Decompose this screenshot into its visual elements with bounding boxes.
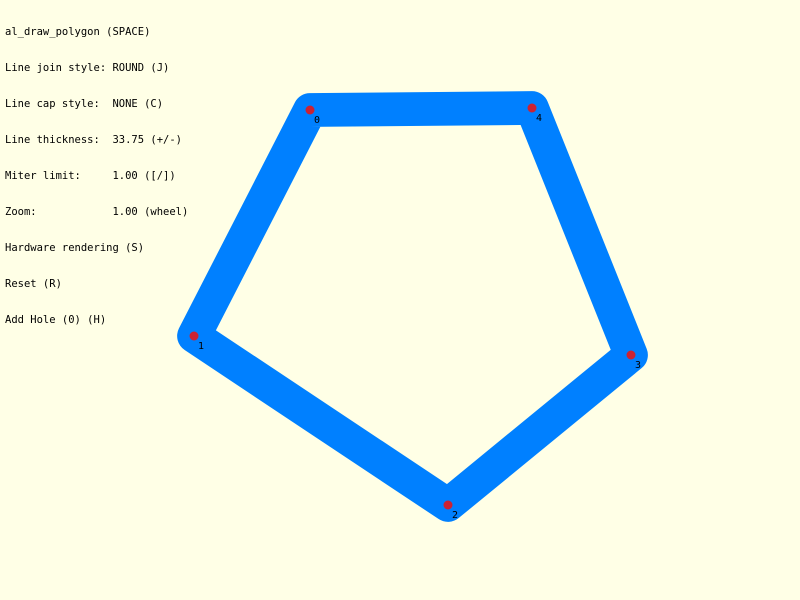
vertex-label-1: 1 bbox=[198, 341, 204, 352]
hud-add-hole: Add Hole (0) (H) bbox=[5, 314, 107, 326]
vertex-handle-3[interactable] bbox=[626, 350, 636, 360]
hud-zoom: Zoom: 1.00 (wheel) bbox=[5, 206, 189, 218]
hud-line-primitive: al_draw_polygon (SPACE) bbox=[5, 26, 151, 38]
hud-reset: Reset (R) bbox=[5, 278, 62, 290]
vertex-handle-2[interactable] bbox=[443, 500, 453, 510]
polygon-outline bbox=[177, 91, 648, 522]
vertex-label-4: 4 bbox=[536, 113, 542, 124]
vertex-handle-1[interactable] bbox=[189, 331, 199, 341]
hud-hardware-rendering: Hardware rendering (S) bbox=[5, 242, 145, 254]
vertex-label-0: 0 bbox=[314, 115, 320, 126]
hud-line-thickness: Line thickness: 33.75 (+/-) bbox=[5, 134, 183, 146]
hud-miter-limit: Miter limit: 1.00 ([/]) bbox=[5, 170, 176, 182]
vertex-handle-4[interactable] bbox=[527, 103, 537, 113]
hud-overlay: al_draw_polygon (SPACE) Line join style:… bbox=[5, 2, 188, 350]
vertex-handle-0[interactable] bbox=[305, 105, 315, 115]
hud-line-join-style: Line join style: ROUND (J) bbox=[5, 62, 170, 74]
vertex-label-3: 3 bbox=[635, 360, 641, 371]
hud-line-cap-style: Line cap style: NONE (C) bbox=[5, 98, 164, 110]
vertex-label-2: 2 bbox=[452, 510, 458, 521]
